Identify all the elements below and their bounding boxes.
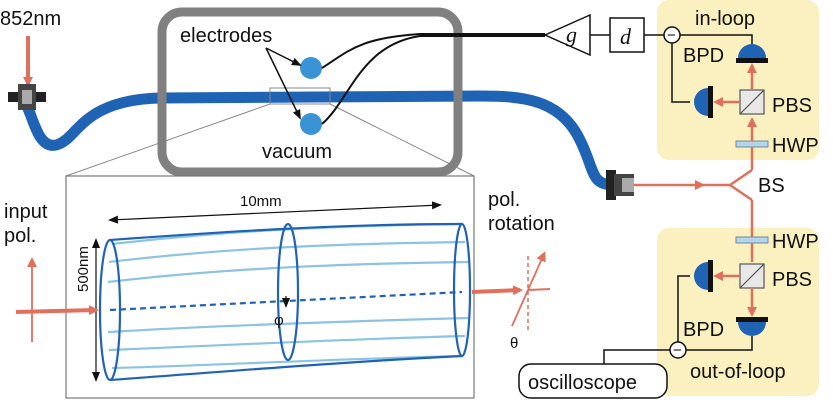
out-of-loop-label: out-of-loop	[690, 361, 786, 383]
bs-label: BS	[758, 175, 785, 197]
hwp-top-label: HWP	[772, 135, 819, 157]
fiber-coupler-output	[606, 170, 634, 200]
diameter-label: 500nm	[75, 246, 92, 292]
pol-rotation-label-line1: pol.	[488, 189, 520, 211]
bpd-top-detector-b	[694, 86, 713, 118]
phi-label: φ	[274, 312, 284, 329]
electrodes-label: electrodes	[180, 25, 272, 47]
delay-label: d	[620, 24, 632, 49]
electrode-top	[300, 57, 322, 79]
taper-axis	[109, 290, 463, 312]
electrode-wire-top	[321, 33, 545, 69]
pbs-bottom-label: PBS	[772, 269, 812, 291]
oscilloscope-label: oscilloscope	[528, 372, 637, 394]
fiber-coupler-input	[8, 84, 46, 110]
vacuum-chamber	[157, 7, 463, 177]
pbs-bottom	[739, 263, 765, 289]
minus-top: −	[667, 27, 676, 44]
bpd-bottom-label: BPD	[683, 319, 724, 341]
bpd-top-detector-a	[736, 44, 768, 63]
wire-bpd-bottom-left	[677, 275, 690, 342]
electrode-pointer-top	[265, 47, 302, 66]
delay-box	[609, 17, 645, 53]
hwp-top	[735, 140, 769, 148]
in-loop-label: in-loop	[695, 8, 755, 30]
input-pol-label-line1: input	[4, 201, 48, 223]
length-label: 10mm	[240, 193, 282, 210]
electrode-pointer-bottom	[265, 47, 301, 120]
gain-label: g	[566, 22, 577, 47]
electrode-wire-bottom	[321, 35, 545, 125]
beam-splitter-paths	[702, 168, 753, 202]
output-beam-after	[527, 288, 551, 291]
length-dimension-line	[108, 201, 442, 224]
taper-outline-top	[109, 222, 463, 242]
bpd-top-label: BPD	[683, 45, 724, 67]
in-loop-zone	[657, 0, 819, 160]
wire-to-oscilloscope	[603, 349, 670, 364]
hwp-bottom-label: HWP	[772, 231, 819, 253]
wire-bpd-top-right	[680, 34, 753, 48]
wavelength-label: 852nm	[0, 8, 61, 30]
pol-rotation-label-line2: rotation	[488, 213, 555, 235]
pbs-top-label: PBS	[772, 95, 812, 117]
taper-region-marker	[269, 87, 331, 105]
output-pol-vector	[511, 251, 546, 327]
bpd-bottom-detector-a	[694, 260, 713, 292]
vacuum-label: vacuum	[262, 141, 332, 163]
input-beam-inset	[15, 305, 99, 316]
hwp-bottom	[735, 236, 769, 244]
wire-bpd-bottom-right	[686, 336, 753, 351]
zoom-line-left	[65, 103, 271, 177]
oscilloscope-box	[518, 363, 668, 399]
pbs-top	[739, 89, 765, 115]
output-beam-inset	[471, 285, 523, 296]
minus-bottom: −	[673, 342, 682, 359]
input-pol-label-line2: pol.	[4, 225, 36, 247]
wire-bpd-top-left	[671, 43, 690, 103]
bpd-bottom-detector-b	[736, 317, 768, 336]
electrode-bottom	[300, 113, 322, 135]
taper-cross-section-mid	[276, 222, 300, 362]
theta-label: θ	[510, 335, 518, 352]
taper-outline-bottom	[109, 354, 463, 382]
